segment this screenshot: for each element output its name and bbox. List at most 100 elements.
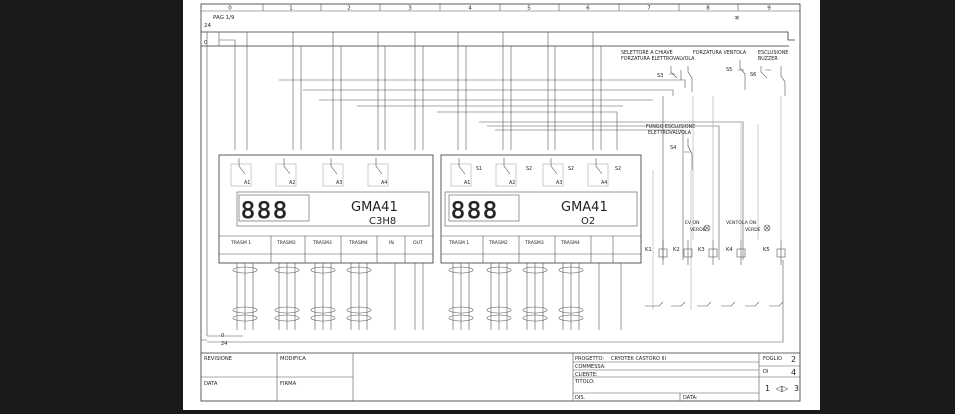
rail-drops: [218, 32, 602, 150]
tb-progetto-value: CRYOTEK CASTORO III: [611, 356, 666, 362]
coil-k2: K2: [673, 247, 680, 253]
schematic-svg: 0 1 2 3 4 5 6 7 8 9 PAG 1/9 24 0 0 24: [200, 3, 801, 402]
rail-24-label: 24: [204, 23, 211, 29]
tb-firma: FIRMA: [280, 381, 297, 387]
tb-cliente-label: CLIENTE:: [575, 372, 598, 378]
column-number-7: 7: [647, 6, 651, 12]
m2-relay-a4: A4: [601, 180, 607, 186]
coil-k1: K1: [645, 247, 652, 253]
switch-s5: FORZATURA VENTOLA S5: [693, 50, 747, 90]
switch-s3: SELETTORE A CHIAVE FORZATURA ELETTROVALV…: [621, 50, 695, 92]
module-gma41-o2: A1 A2 A3 A4 S1 S2 S2 S2 888 GMA41 O2: [440, 154, 642, 264]
tb-revisione: REVISIONE: [204, 356, 232, 362]
sensor-cables: [232, 263, 622, 330]
m1-trasm1: TRASM 1: [230, 240, 251, 246]
tb-progetto-label: PROGETTO:: [575, 356, 604, 362]
m2-display: 888: [451, 199, 499, 224]
m2-relay-a3: A3: [556, 180, 562, 186]
coils: K1 K2 K3 K4 K5 EV ON VERDE VENTOLA ON VE…: [645, 220, 786, 265]
column-number-8: 8: [706, 6, 710, 12]
m2-gas: O2: [581, 216, 595, 227]
coil-k4: K4: [726, 247, 733, 253]
column-number-9: 9: [767, 6, 771, 12]
signal-routing: [279, 79, 744, 260]
rail-24v: [201, 31, 795, 41]
m1-relay-a4: A4: [381, 180, 387, 186]
page-navigator: 1 ◁ ▷ 3: [765, 381, 799, 395]
s6-label: S6: [750, 72, 756, 78]
column-number-3: 3: [408, 6, 412, 12]
m2-s1: S1: [476, 166, 482, 172]
m2-trasm1: TRASM 1: [448, 240, 469, 246]
m1-gas: C3H8: [369, 216, 396, 227]
sheet-frame: [200, 3, 801, 402]
m2-s2b: S2: [568, 166, 574, 172]
m1-in: IN: [389, 240, 394, 246]
m1-trasm3: TRASM3: [312, 240, 332, 246]
m1-trasm4: TRASM4: [348, 240, 368, 246]
nav-total-pages: 3: [793, 383, 799, 393]
s6-caption-2: BUZZER: [758, 56, 778, 62]
m2-name: GMA41: [561, 200, 608, 215]
drawing-sheet: 0 1 2 3 4 5 6 7 8 9 PAG 1/9 24 0 0 24: [183, 0, 820, 410]
m2-relay-a2: A2: [509, 180, 515, 186]
coil-k3: K3: [698, 247, 705, 253]
tb-dis-label: DIS.: [575, 395, 585, 401]
s6-caption-1: ESCLUSIONE: [758, 50, 788, 56]
right-branches: [652, 96, 782, 310]
rail-left-return: [200, 50, 207, 341]
m1-display: 888: [241, 199, 289, 224]
column-number-4: 4: [468, 6, 472, 12]
s4-caption-1: FUNGO ESCLUSIONE: [646, 124, 695, 130]
column-number-6: 6: [586, 6, 590, 12]
s4-caption-2: ELETTROVALVOLA: [648, 130, 692, 136]
nav-next-icon[interactable]: ▷: [781, 383, 789, 393]
column-number-0: 0: [228, 6, 232, 12]
s3-label: S3: [657, 73, 663, 79]
rail-bottom-24: 24: [221, 341, 227, 347]
m1-relay-a2: A2: [289, 180, 295, 186]
column-separators: [262, 4, 739, 11]
tb-di-label: DI: [763, 369, 768, 375]
s3-caption-2: FORZATURA ELETTROVALVOLA: [621, 56, 695, 62]
switch-s4: FUNGO ESCLUSIONE ELETTROVALVOLA S4: [646, 124, 695, 170]
s5-label: S5: [726, 67, 732, 73]
m1-name: GMA41: [351, 200, 398, 215]
tb-foglio-value: 2: [791, 355, 796, 364]
vent-label-1: VENTOLA ON: [726, 220, 756, 226]
column-number-2: 2: [347, 6, 351, 12]
module-gma41-c3h8: A1 A2 A3 A4 888 GMA41 C3H8: [218, 154, 434, 264]
m2-s2c: S2: [615, 166, 621, 172]
nav-prev-icon[interactable]: ◁: [775, 383, 783, 393]
switch-s6: ESCLUSIONE BUZZER S6: [750, 50, 788, 96]
bottom-bus: [207, 260, 784, 343]
s3-caption-1: SELETTORE A CHIAVE: [621, 50, 673, 56]
m1-relay-a3: A3: [336, 180, 342, 186]
nav-current-page: 1: [765, 383, 771, 393]
s4-label: S4: [670, 145, 676, 151]
tb-di-value: 4: [791, 368, 796, 377]
m2-trasm2: TRASM2: [488, 240, 508, 246]
coil-k5: K5: [763, 247, 770, 253]
m2-relay-a1: A1: [464, 180, 470, 186]
rail-0-label: 0: [204, 40, 208, 46]
tb-commessa-label: COMMESSA:: [575, 364, 606, 370]
m2-trasm4: TRASM4: [560, 240, 580, 246]
m1-trasm2: TRASM2: [276, 240, 296, 246]
m1-relay-a1: A1: [244, 180, 250, 186]
tb-titolo-label: TITOLO:: [574, 379, 595, 385]
m1-out: OUT: [413, 240, 423, 246]
contact-reference-row: [645, 301, 784, 307]
page-label: PAG 1/9: [213, 15, 235, 21]
tb-foglio-label: FOGLIO: [763, 356, 782, 362]
tb-modifica: MODIFICA: [280, 356, 306, 362]
tb-data-label: DATA:: [683, 395, 698, 401]
s5-caption: FORZATURA VENTOLA: [693, 50, 747, 56]
ev-label-2: VERDE: [690, 227, 706, 233]
column-number-5: 5: [527, 6, 531, 12]
reference-mark: [734, 15, 740, 20]
m2-trasm3: TRASM3: [524, 240, 544, 246]
m2-s2a: S2: [526, 166, 532, 172]
title-block: REVISIONE MODIFICA DATA FIRMA PROGETTO: …: [201, 352, 800, 401]
